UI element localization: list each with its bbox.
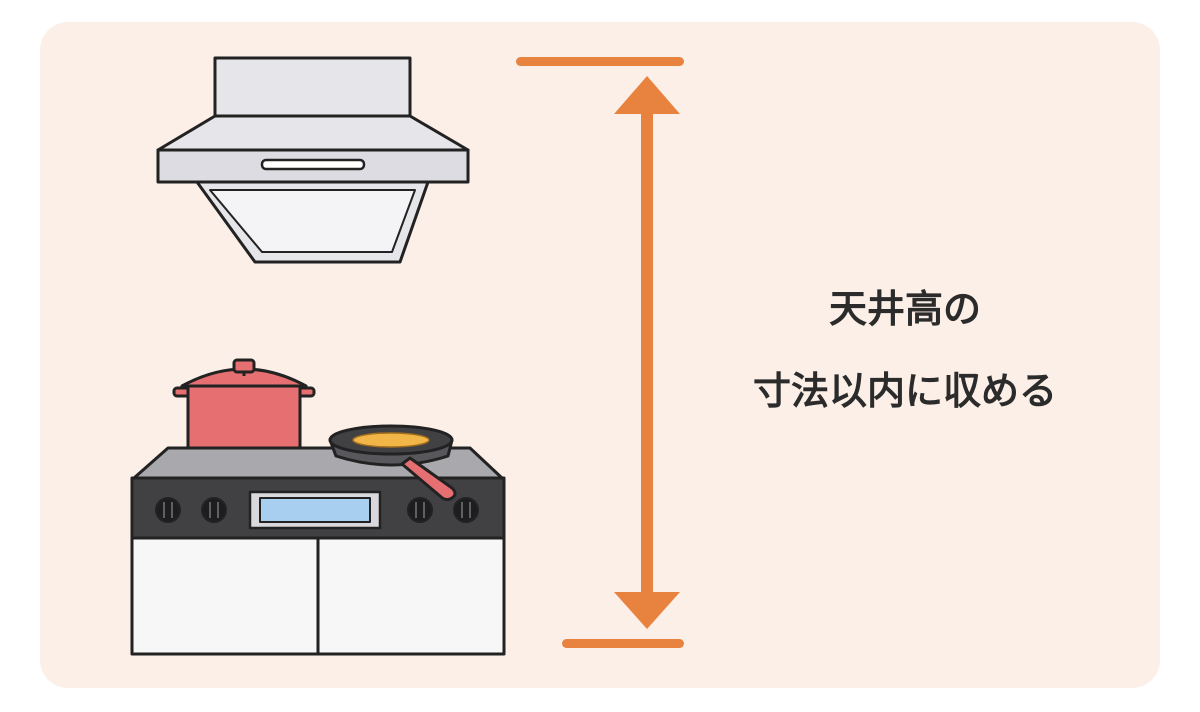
hood-canopy <box>156 114 470 152</box>
pot-knob <box>232 358 256 374</box>
knob-3 <box>407 497 433 523</box>
pan-handle <box>400 456 457 502</box>
frying-pan-icon <box>328 424 457 502</box>
bottom-limit-line <box>562 639 684 648</box>
cabinet-door-right <box>316 536 506 656</box>
arrow-head-up <box>614 76 680 114</box>
hood-handle <box>260 158 366 171</box>
cabinet-icon <box>130 536 506 656</box>
arrow-head-down <box>614 592 680 629</box>
pan-food <box>352 432 430 448</box>
knob-2 <box>201 497 227 523</box>
double-arrow-icon <box>516 57 684 648</box>
caption-line-2: 寸法以内に収める <box>752 369 1057 413</box>
height-caption: 天井高の 寸法以内に収める <box>690 268 1120 432</box>
arrow-shaft <box>641 104 653 600</box>
hood-filter-inner <box>209 189 416 253</box>
knob-4 <box>453 497 479 523</box>
caption-line-1: 天井高の <box>828 287 981 331</box>
gas-stove-icon <box>130 446 506 540</box>
top-limit-line <box>516 57 684 66</box>
range-hood-icon <box>156 56 470 264</box>
stove-display <box>259 497 371 523</box>
knob-1 <box>155 497 181 523</box>
cabinet-door-left <box>130 536 320 656</box>
hood-duct <box>213 56 412 118</box>
